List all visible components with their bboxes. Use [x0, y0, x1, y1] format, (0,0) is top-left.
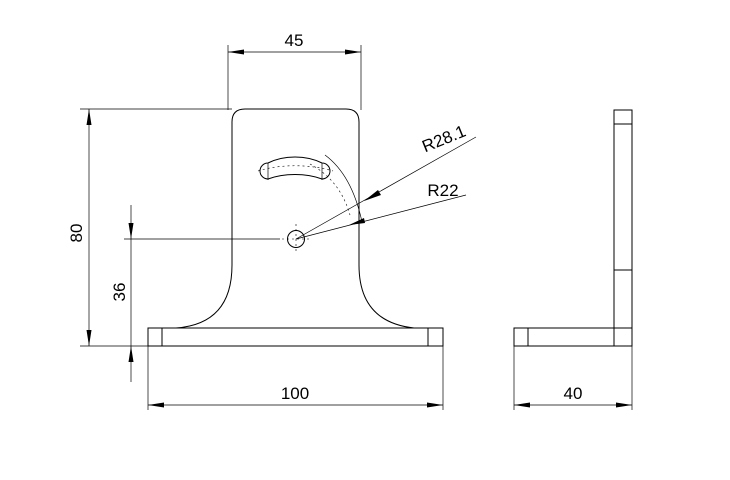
- dim-depth-label: 40: [564, 384, 583, 403]
- side-upright: [613, 109, 633, 347]
- dim-width-top: 45: [227, 31, 362, 110]
- dim-radius-outer-label: R28.1: [419, 122, 468, 157]
- dim-radius-inner-label: R22: [427, 181, 458, 200]
- dim-hole-height: 36: [110, 205, 280, 382]
- dim-height-total: 80: [67, 108, 232, 347]
- side-view: [513, 109, 633, 347]
- front-base-plate: [147, 327, 444, 347]
- dim-height-total-label: 80: [67, 224, 86, 243]
- dim-width-base-label: 100: [281, 384, 309, 403]
- slot-sweep-arc: [324, 154, 363, 223]
- dim-radius-inner: R22: [295, 181, 467, 240]
- slot-sweep-arc-inner: [309, 163, 351, 216]
- front-upright-outline: [175, 108, 415, 329]
- slot-centerline: [257, 165, 334, 172]
- dim-width-base: 100: [147, 346, 444, 410]
- dim-depth: 40: [513, 346, 633, 410]
- dim-width-top-label: 45: [285, 31, 304, 50]
- dim-hole-height-label: 36: [110, 283, 129, 302]
- front-view: [147, 108, 444, 347]
- side-base: [513, 327, 633, 347]
